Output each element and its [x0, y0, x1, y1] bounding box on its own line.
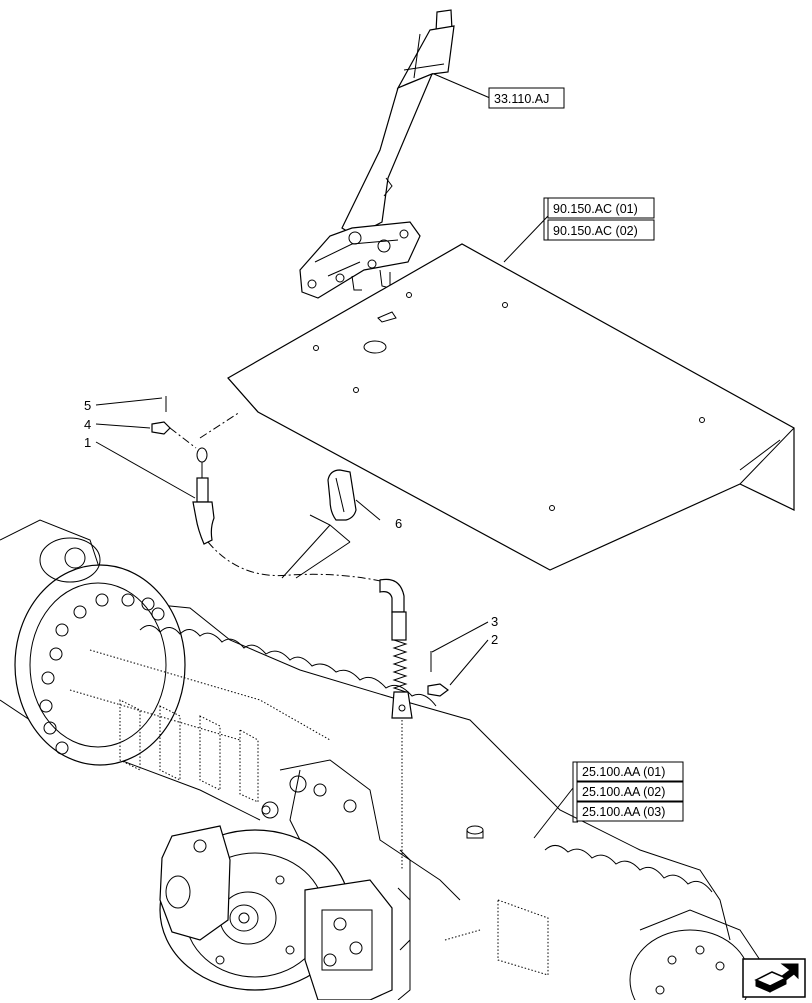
parking-brake-cable	[151, 396, 449, 870]
parking-brake-lever	[299, 9, 455, 299]
reference-floor-plate: 90.150.AC (01) 90.150.AC (02)	[543, 197, 655, 241]
callout-1: 1	[84, 435, 91, 450]
next-page-button[interactable]	[742, 958, 806, 998]
callout-5: 5	[84, 398, 91, 413]
callout-6: 6	[395, 516, 402, 531]
reference-axle-3[interactable]: 25.100.AA (03)	[582, 805, 665, 819]
housing-ribs	[119, 699, 259, 803]
reference-floor-plate-1-box[interactable]	[547, 197, 655, 219]
reference-axle: 25.100.AA (01) 25.100.AA (02) 25.100.AA …	[572, 761, 684, 823]
reference-axle-1-box[interactable]	[576, 761, 684, 782]
cable-clip	[327, 469, 357, 521]
reference-lever-label: 33.110.AJ	[494, 92, 549, 106]
rear-axle	[0, 519, 761, 1000]
callout-3: 3	[491, 614, 498, 629]
reference-floor-plate-2[interactable]: 90.150.AC (02)	[553, 224, 638, 238]
reference-floor-plate-2-box[interactable]	[547, 219, 655, 241]
reference-axle-2[interactable]: 25.100.AA (02)	[582, 785, 665, 799]
leader-lines	[95, 73, 574, 839]
reference-axle-2-box[interactable]	[576, 781, 684, 802]
reference-floor-plate-1[interactable]: 90.150.AC (01)	[553, 202, 638, 216]
reference-lever[interactable]: 33.110.AJ	[488, 87, 565, 109]
callout-4: 4	[84, 417, 91, 432]
reference-axle-3-box[interactable]	[576, 801, 684, 822]
floor-plate	[227, 243, 795, 571]
reference-axle-1[interactable]: 25.100.AA (01)	[582, 765, 665, 779]
flange-bolts	[39, 593, 165, 755]
next-page-arrow-icon	[742, 958, 806, 998]
callout-2: 2	[491, 632, 498, 647]
